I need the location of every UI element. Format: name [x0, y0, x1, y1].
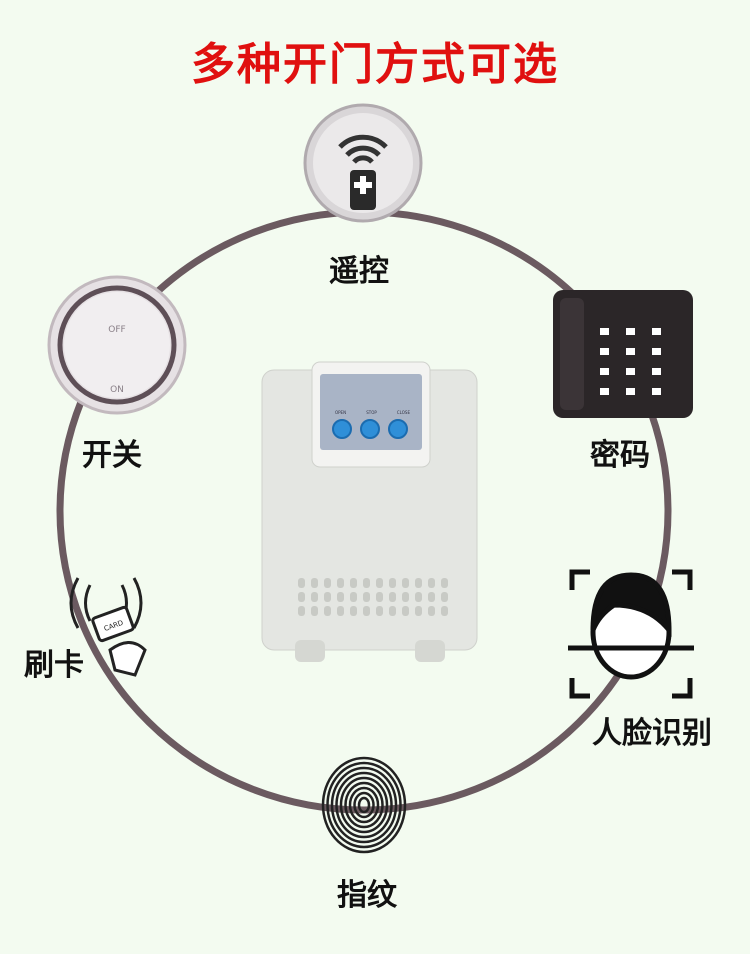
- vent-slot: [363, 592, 370, 602]
- vent-slot: [415, 592, 422, 602]
- close-button[interactable]: [388, 419, 408, 439]
- keypad-key: [626, 348, 635, 355]
- fingerprint-ridge: [339, 776, 389, 834]
- vent-slot: [311, 606, 318, 616]
- vent-slot: [311, 578, 318, 588]
- vent-slot: [441, 606, 448, 616]
- keypad-key: [600, 348, 609, 355]
- vent-slot: [324, 578, 331, 588]
- keypad-key: [652, 328, 661, 335]
- vent-slot: [376, 592, 383, 602]
- switch-icon: OFF ON: [47, 275, 187, 415]
- keypad-key: [600, 388, 609, 395]
- fingerprint-ridge: [321, 756, 407, 854]
- vent-slot: [298, 592, 305, 602]
- vent-slot: [337, 578, 344, 588]
- fingerprint-ridge: [348, 786, 380, 824]
- label-fingerprint: 指纹: [337, 878, 397, 913]
- vent-slot: [402, 578, 409, 588]
- keypad-icon: [553, 290, 693, 418]
- label-remote: 遥控: [329, 254, 389, 289]
- vent-slot: [376, 578, 383, 588]
- fingerprint-ridge: [344, 781, 384, 829]
- keypad-key: [626, 368, 635, 375]
- on-label: ON: [110, 385, 124, 395]
- vent-slot: [402, 592, 409, 602]
- remote-icon: [303, 103, 423, 223]
- fingerprint-ridge: [357, 796, 371, 814]
- vent-slot: [337, 606, 344, 616]
- card-icon: CARD: [69, 577, 147, 677]
- vent-slot: [441, 592, 448, 602]
- vent-slot: [350, 578, 357, 588]
- vent-slot: [428, 606, 435, 616]
- device-buttons: [332, 419, 408, 439]
- vent-slot: [441, 578, 448, 588]
- off-label: OFF: [108, 325, 125, 335]
- vent-slot: [298, 606, 305, 616]
- fingerprint-ridge: [330, 766, 398, 844]
- vent-slot: [324, 592, 331, 602]
- vent-slot: [298, 578, 305, 588]
- vent-slot: [376, 606, 383, 616]
- keypad-key: [600, 328, 609, 335]
- label-face: 人脸识别: [592, 716, 712, 751]
- vent-slot: [311, 592, 318, 602]
- vent-slot: [350, 606, 357, 616]
- label-card: 刷卡: [24, 648, 84, 683]
- keypad-key: [652, 388, 661, 395]
- vent-slot: [415, 606, 422, 616]
- device-button-labels: OPEN STOP CLOSE: [335, 410, 410, 415]
- vent-slot: [350, 592, 357, 602]
- fingerprint-ridge: [326, 761, 402, 849]
- vent-slot: [363, 578, 370, 588]
- vent-slot: [428, 592, 435, 602]
- label-switch: 开关: [82, 438, 142, 473]
- keypad-key: [626, 328, 635, 335]
- keypad-key: [652, 348, 661, 355]
- keypad-key: [600, 368, 609, 375]
- fingerprint-ridge: [353, 791, 375, 819]
- label-password: 密码: [590, 438, 650, 473]
- vent-slot: [389, 578, 396, 588]
- page-title: 多种开门方式可选: [191, 39, 559, 90]
- face-recognition-icon: [568, 569, 694, 699]
- vent-slot: [389, 606, 396, 616]
- vent-slot: [428, 578, 435, 588]
- stop-label: STOP: [366, 410, 377, 415]
- fingerprint-ridge: [335, 771, 393, 839]
- stop-button[interactable]: [360, 419, 380, 439]
- keypad-key: [626, 388, 635, 395]
- vent-slot: [363, 606, 370, 616]
- vent-slot: [389, 592, 396, 602]
- close-label: CLOSE: [396, 410, 410, 415]
- vent-slot: [415, 578, 422, 588]
- open-button[interactable]: [332, 419, 352, 439]
- door-controller-device: [261, 361, 478, 662]
- vent-slot: [337, 592, 344, 602]
- open-label: OPEN: [335, 410, 347, 415]
- keypad-key: [652, 368, 661, 375]
- vent-slot: [402, 606, 409, 616]
- fingerprint-icon: [321, 756, 407, 854]
- vent-slot: [324, 606, 331, 616]
